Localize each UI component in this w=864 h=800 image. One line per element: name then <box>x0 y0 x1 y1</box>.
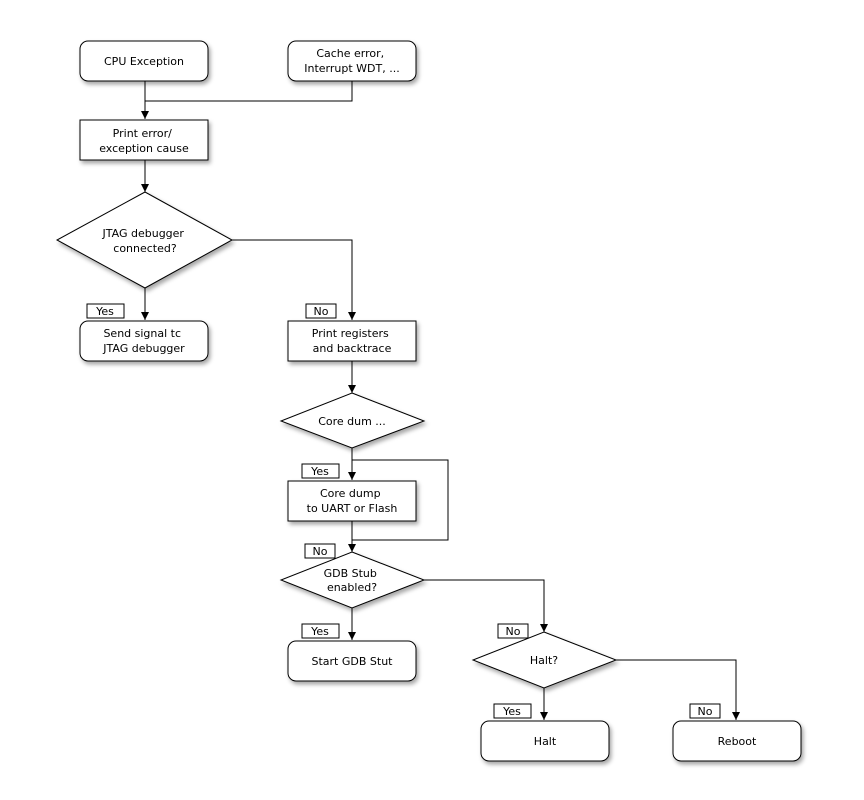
node-print-registers: Print registers and backtrace <box>287 320 417 362</box>
node-start-gdb-stub: Start GDB Stut <box>287 640 417 682</box>
node-core-dump: Core dump to UART or Flash <box>287 480 417 522</box>
edge-label-halt-yes: Yes <box>493 703 532 719</box>
node-halt: Halt <box>480 720 610 762</box>
node-core-dump-decision: Core dum ... <box>279 392 426 449</box>
node-halt-decision: Halt? <box>471 631 618 689</box>
svg-text:Yes: Yes <box>310 625 329 638</box>
svg-text:Halt: Halt <box>534 735 557 748</box>
svg-text:Halt?: Halt? <box>530 654 558 667</box>
node-print-error: Print error/ exception cause <box>79 119 209 161</box>
svg-text:No: No <box>506 625 521 638</box>
edge-halt-no <box>616 659 740 720</box>
edge-label-core-dump-yes: Yes <box>301 463 340 479</box>
node-send-signal: Send signal tc JTAG debugger <box>79 320 209 362</box>
edge-cache-to-print-error <box>145 81 353 102</box>
svg-text:Yes: Yes <box>95 305 114 318</box>
edge-label-core-dump-no: No <box>304 543 336 559</box>
svg-text:Core dum ...: Core dum ... <box>318 415 386 428</box>
svg-text:Cache error, Interrupt W: Cache error, Interrupt WDT, ... <box>304 47 399 75</box>
edge-gdb-no <box>424 579 548 632</box>
node-jtag-connected-decision: JTAG debugger connected? <box>55 191 234 289</box>
node-reboot: Reboot <box>672 720 802 762</box>
edge-label-halt-no: No <box>689 703 721 719</box>
svg-text:Core dump to UART or Fla: Core dump to UART or Flash <box>307 487 398 515</box>
svg-text:No: No <box>313 545 328 558</box>
edge-jtag-no <box>232 239 356 320</box>
svg-text:Start GDB Stut: Start GDB Stut <box>312 655 394 668</box>
svg-text:Reboot: Reboot <box>718 735 757 748</box>
svg-text:GDB Stub enabled?: GDB Stub enabled? <box>324 567 381 594</box>
node-cpu-exception: CPU Exception <box>79 40 209 82</box>
edge-label-jtag-yes: Yes <box>86 303 125 319</box>
svg-text:Yes: Yes <box>310 465 329 478</box>
edge-label-gdb-no: No <box>497 623 529 639</box>
node-cache-error: Cache error, Interrupt WDT, ... <box>287 40 417 82</box>
svg-text:No: No <box>698 705 713 718</box>
svg-text:Print registers and back: Print registers and backtrace <box>312 327 392 355</box>
svg-text:CPU Exception: CPU Exception <box>104 55 184 68</box>
edge-label-gdb-yes: Yes <box>301 623 340 639</box>
edge-core-dump-no <box>352 459 449 541</box>
svg-text:Send signal tc JTAG debu: Send signal tc JTAG debugger <box>102 327 185 355</box>
svg-text:Print error/ exception c: Print error/ exception cause <box>99 127 189 155</box>
node-gdb-stub-decision: GDB Stub enabled? <box>279 551 426 609</box>
edge-label-jtag-no: No <box>305 303 337 319</box>
svg-text:No: No <box>314 305 329 318</box>
svg-text:JTAG debugger connected?: JTAG debugger connected? <box>102 227 188 255</box>
svg-text:Yes: Yes <box>502 705 521 718</box>
